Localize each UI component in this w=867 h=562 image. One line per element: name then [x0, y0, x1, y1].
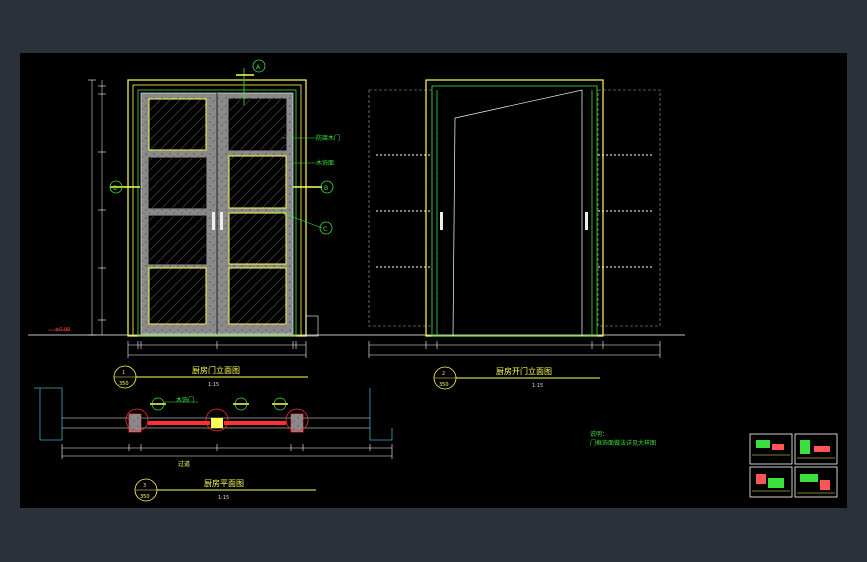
drawing-number: 3: [143, 483, 146, 489]
plan-wall-right: [369, 388, 393, 441]
jamb-block: [290, 413, 304, 433]
door-frame: [431, 85, 598, 337]
glass-panel: [228, 212, 287, 265]
plan-view: 木饰门 过道 3 350 厨房平面图 1:15: [34, 387, 393, 502]
detail-thumbnail[interactable]: [749, 433, 793, 465]
dimension-ticks: [61, 444, 393, 459]
note-line-2: 门框饰面做法详见大样图: [590, 439, 656, 447]
callout-leader-c: [273, 209, 323, 229]
thumb-mark: [756, 474, 766, 484]
glass-panel: [148, 215, 207, 265]
glass-panel: [148, 98, 207, 151]
drawing-title: 厨房门立面图: [192, 365, 240, 375]
wall-outline-right: [597, 89, 661, 327]
elevation-1: ±0.00: [28, 59, 685, 389]
thumb-mark: [768, 478, 784, 488]
glass-panel: [148, 157, 207, 209]
door-frame: [137, 89, 297, 337]
skirting-detail: [305, 315, 319, 337]
door-casing: [425, 79, 604, 337]
door-handle: [585, 212, 588, 230]
detail-circle: [125, 408, 149, 432]
detail-thumbnails: [749, 433, 838, 498]
note-line-1: 说明：: [590, 430, 608, 438]
drawing-scale: 1:15: [532, 383, 543, 389]
drawing-title: 厨房平面图: [204, 478, 244, 488]
door-leaf-plan: [224, 421, 286, 425]
dimension-ticks: [88, 79, 106, 336]
elevation-2: 2 350 厨房开门立面图 1:15: [368, 79, 661, 390]
callout-right-label: B: [324, 185, 328, 192]
thumb-mark: [800, 440, 810, 454]
door-handle: [212, 212, 215, 230]
callout-circle-left: [109, 180, 123, 194]
drawing-sheet: 350: [119, 381, 129, 387]
dimension-ticks: [368, 341, 661, 358]
door-handle: [440, 212, 443, 230]
drawing-scale: 1:15: [208, 382, 219, 388]
drawing-number: 2: [442, 371, 445, 377]
dimension-ticks: [127, 341, 307, 358]
thumb-mark: [756, 440, 770, 448]
plan-label-top: 木饰门: [176, 396, 194, 404]
glass-panel: [228, 155, 287, 209]
callout-left-label: B: [113, 185, 117, 192]
thumb-mark: [772, 444, 784, 450]
callout-circle: [252, 59, 266, 73]
callout-c-label: C: [323, 226, 327, 233]
drawing-sheet: 350: [140, 494, 150, 500]
glass-panel: [148, 267, 207, 325]
wall-outline-left: [368, 89, 433, 327]
drawing-title: 厨房开门立面图: [496, 366, 552, 376]
plan-label-bottom: 过道: [178, 460, 190, 468]
callout-circle-right: [320, 180, 334, 194]
door-swing: [452, 89, 583, 337]
glass-panel: [228, 267, 287, 325]
drawing-number: 1: [122, 370, 125, 376]
plan-wall-left: [39, 388, 63, 441]
callout-top-label: A: [256, 64, 261, 71]
note-label-1: 防腐木门: [316, 134, 340, 142]
drawing-sheet: 350: [439, 382, 449, 388]
callout-circle-c: [319, 221, 333, 235]
note-label-2: 木饰面: [316, 159, 334, 167]
door-handle: [220, 212, 223, 230]
thumb-mark: [814, 446, 830, 452]
drawing-scale: 1:15: [218, 495, 229, 501]
thumb-mark: [820, 480, 830, 490]
detail-circle: [285, 408, 309, 432]
door-leaf-plan: [148, 421, 210, 425]
detail-circle: [205, 408, 229, 432]
thumb-mark: [800, 474, 818, 482]
jamb-block: [128, 413, 142, 433]
shelf-lines: [376, 154, 654, 268]
glass-panel: [228, 98, 287, 151]
note-block: 说明： 门框饰面做法详见大样图: [590, 430, 656, 447]
leaf-joint: [211, 418, 223, 428]
